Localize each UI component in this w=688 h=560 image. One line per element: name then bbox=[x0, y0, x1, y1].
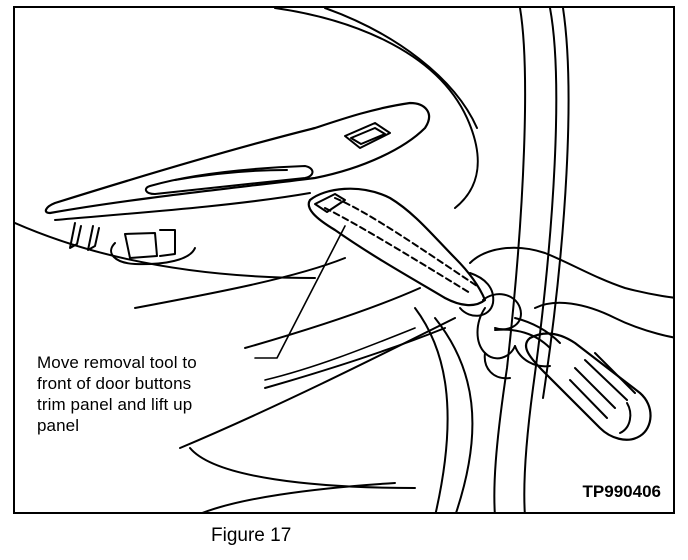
door-panel-outline bbox=[15, 8, 479, 512]
illustration bbox=[15, 8, 673, 512]
door-buttons-trim-panel-icon bbox=[44, 101, 431, 266]
callout-label: Move removal tool to front of door butto… bbox=[37, 353, 197, 435]
screwdriver-handle-icon bbox=[524, 332, 652, 441]
hand-icon bbox=[459, 246, 673, 380]
figure-frame: Move removal tool to front of door butto… bbox=[13, 6, 675, 514]
callout-leader-lines bbox=[254, 225, 416, 381]
door-frame-edge bbox=[493, 8, 570, 512]
figure-code: TP990406 bbox=[582, 482, 661, 501]
figure-caption: Figure 17 bbox=[211, 525, 292, 546]
removal-tool-icon bbox=[307, 187, 487, 307]
